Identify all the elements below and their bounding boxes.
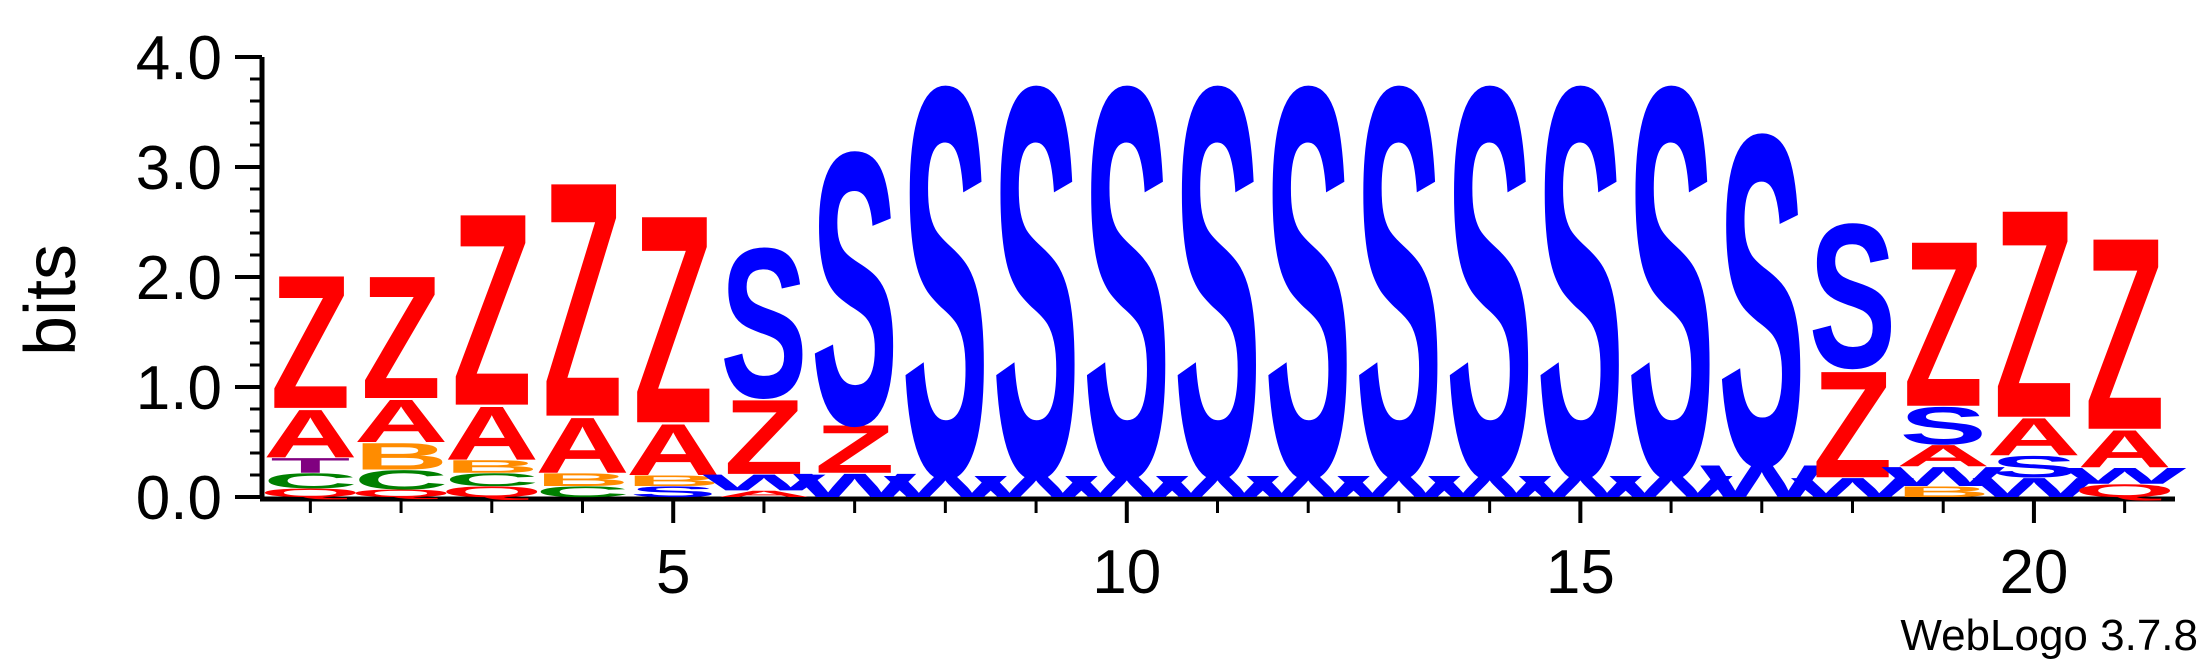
logo-letter-c-pos-4: C (535, 483, 629, 500)
logo-letter-s-pos-12: S (1265, 0, 1352, 593)
logo-letter-w-pos-8: W (884, 470, 1008, 504)
logo-letter-z-pos-20: Z (1994, 147, 2074, 480)
logo-letter-s-pos-6: S (720, 204, 807, 443)
logo-letter-c-pos-3: C (445, 470, 539, 490)
logo-letter-a-pos-3: A (445, 390, 539, 476)
logo-letter-s-pos-18: S (1809, 181, 1896, 412)
logo-letter-a-pos-20: A (1987, 408, 2081, 467)
logo-letter-b-pos-5: B (626, 472, 720, 489)
logo-letter-q-pos-21: Q (2074, 481, 2176, 501)
y-axis-label: bits (11, 244, 91, 356)
logo-letter-c-pos-1: C (263, 469, 357, 493)
y-tick-label: 4.0 (136, 24, 222, 93)
logo-letter-w-pos-14: W (1428, 470, 1552, 504)
logo-letter-a-pos-6: A (717, 489, 811, 499)
logo-letter-t-pos-1: T (270, 453, 350, 477)
logo-letter-s-pos-17: S (1718, 35, 1805, 565)
logo-letter-w-pos-13: W (1337, 470, 1461, 504)
logo-letter-a-pos-1: A (263, 396, 357, 473)
y-tick-label: 0.0 (136, 464, 222, 533)
logo-letter-z-pos-21: Z (2085, 180, 2165, 488)
logo-stacks: QCTAZQCBAZQCBAZCBAZSBAZAWZSWZSWSWSWSWSWS… (260, 0, 2187, 593)
logo-letter-s-pos-15: S (1537, 0, 1624, 593)
y-tick-label: 1.0 (136, 354, 222, 423)
logo-letter-a-pos-21: A (2077, 420, 2171, 479)
logo-letter-b-pos-2: B (354, 435, 448, 477)
logo-letter-w-pos-12: W (1247, 470, 1371, 504)
y-tick-label: 3.0 (136, 134, 222, 203)
logo-letter-s-pos-13: S (1355, 0, 1442, 593)
logo-letter-s-pos-5: S (630, 483, 717, 500)
logo-letter-w-pos-10: W (1065, 470, 1189, 504)
logo-letter-s-pos-8: S (902, 0, 989, 593)
logo-letter-z-pos-6: Z (724, 378, 804, 497)
logo-letter-s-pos-9: S (992, 0, 1079, 593)
logo-letter-z-pos-7: Z (815, 411, 895, 488)
x-tick-label: 10 (1092, 538, 1161, 607)
x-tick-label: 15 (1546, 538, 1615, 607)
x-tick-label: 5 (656, 538, 690, 607)
logo-letter-q-pos-1: Q (260, 486, 362, 500)
logo-letter-b-pos-4: B (535, 470, 629, 490)
logo-letter-s-pos-7: S (811, 71, 898, 507)
logo-letter-w-pos-17: W (1700, 455, 1824, 506)
logo-letter-a-pos-5: A (626, 409, 720, 491)
logo-letter-s-pos-19: S (1900, 397, 1987, 456)
logo-letter-b-pos-3: B (445, 456, 539, 476)
logo-letter-w-pos-20: W (1972, 472, 2097, 503)
y-tick-label: 2.0 (136, 244, 222, 313)
logo-letter-w-pos-9: W (974, 470, 1098, 504)
logo-letter-b-pos-19: B (1896, 483, 1990, 500)
logo-letter-s-pos-20: S (1990, 450, 2077, 484)
logo-letter-z-pos-2: Z (361, 239, 441, 435)
logo-letter-s-pos-16: S (1627, 0, 1714, 593)
logo-letter-a-pos-4: A (535, 401, 629, 490)
logo-letter-w-pos-7: W (793, 467, 916, 504)
logo-letter-s-pos-14: S (1446, 0, 1533, 593)
logo-letter-w-pos-16: W (1609, 470, 1733, 504)
logo-letter-a-pos-19: A (1896, 439, 1990, 473)
logo-letter-c-pos-2: C (354, 465, 448, 496)
x-tick-label: 20 (1999, 538, 2068, 607)
logo-letter-s-pos-11: S (1174, 0, 1261, 593)
logo-letter-z-pos-19: Z (1903, 192, 1983, 457)
axes: 0.0 1.0 2.0 3.0 4.0 5 10 15 20 (136, 24, 2175, 607)
logo-letter-q-pos-2: Q (350, 487, 452, 499)
logo-letter-s-pos-10: S (1083, 0, 1170, 593)
logo-letter-w-pos-21: W (2063, 463, 2187, 489)
logo-letter-z-pos-18: Z (1813, 340, 1893, 511)
logo-letter-a-pos-2: A (354, 387, 448, 455)
logo-letter-z-pos-3: Z (452, 156, 532, 464)
logo-letter-z-pos-4: Z (543, 112, 623, 488)
logo-letter-w-pos-19: W (1882, 461, 2007, 492)
logo-letter-w-pos-18: W (1791, 472, 1916, 503)
logo-letter-w-pos-11: W (1156, 470, 1280, 504)
logo-letter-q-pos-3: Q (441, 483, 543, 500)
weblogo-credit: WebLogo 3.7.8 (1900, 611, 2198, 660)
logo-letter-w-pos-6: W (702, 470, 826, 496)
logo-letter-w-pos-15: W (1519, 470, 1643, 504)
logo-letter-z-pos-1: Z (270, 235, 350, 449)
logo-letter-z-pos-5: Z (633, 153, 713, 486)
